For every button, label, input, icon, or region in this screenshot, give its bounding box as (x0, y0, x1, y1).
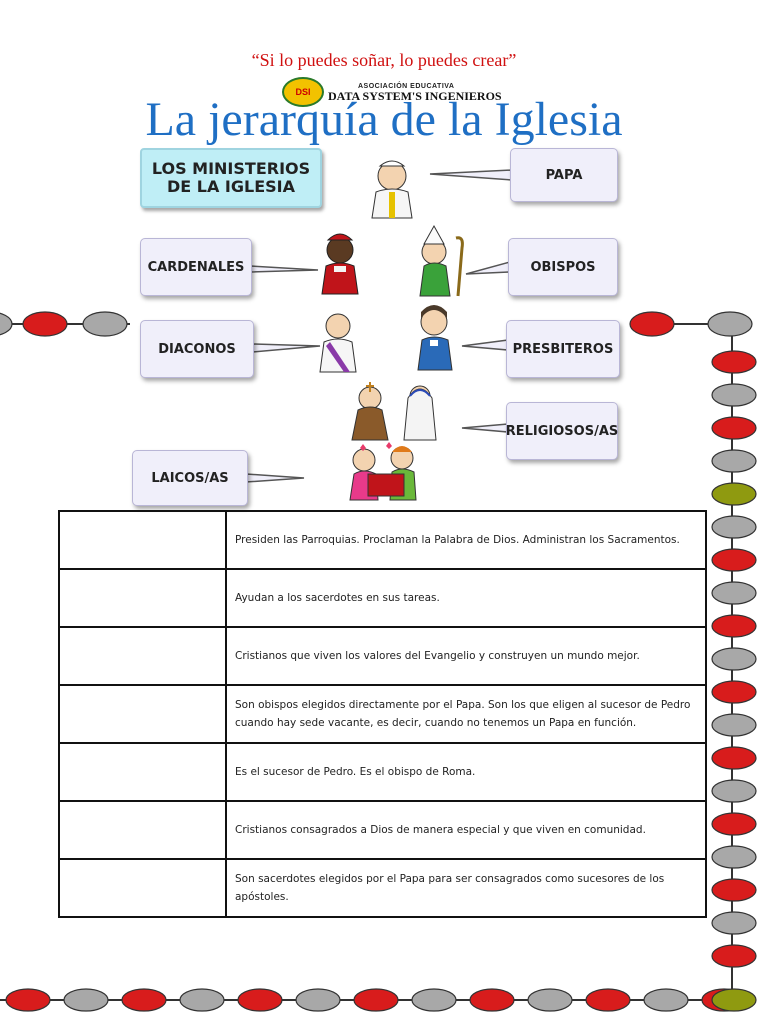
role-presbiteros: PRESBITEROS (506, 320, 620, 378)
answer-cell[interactable] (58, 626, 227, 686)
rosary-bead (711, 350, 757, 374)
description-cell: Ayudan a los sacerdotes en sus tareas. (225, 568, 707, 628)
rosary-bead (121, 988, 167, 1012)
description-cell: Cristianos consagrados a Dios de manera … (225, 800, 707, 860)
rosary-bead (711, 614, 757, 638)
rosary-bead (643, 988, 689, 1012)
rosary-bead (711, 416, 757, 440)
role-papa: PAPA (510, 148, 618, 202)
rosary-bead (237, 988, 283, 1012)
rosary-bead (711, 845, 757, 869)
logo-emblem: DSI (282, 77, 324, 107)
papa-figure-icon (371, 160, 413, 219)
rosary-bead (711, 911, 757, 935)
school-logo: DSI ASOCIACIÓN EDUCATIVA DATA SYSTEM'S I… (282, 77, 502, 107)
pointer-laicos (245, 473, 305, 483)
rosary-bead (469, 988, 515, 1012)
role-diaconos: DIACONOS (140, 320, 254, 378)
rosary-bead (411, 988, 457, 1012)
table-row: Son sacerdotes elegidos por el Papa para… (58, 858, 707, 918)
pointer-papa (429, 169, 513, 181)
rosary-bead (5, 988, 51, 1012)
role-laicos: LAICOS/AS (132, 450, 248, 506)
answer-cell[interactable] (58, 510, 227, 570)
rosary-bead (711, 713, 757, 737)
answer-cell[interactable] (58, 684, 227, 744)
diacono-figure-icon (319, 313, 357, 373)
pointer-obispos (465, 261, 511, 275)
page-title: La jerarquía de la Iglesia (145, 93, 623, 146)
motto: “Si lo puedes soñar, lo puedes crear” (251, 50, 517, 70)
answer-cell[interactable] (58, 568, 227, 628)
rosary-bead (711, 647, 757, 671)
matching-table: Presiden las Parroquias. Proclaman la Pa… (58, 510, 707, 918)
rosary-bead (711, 779, 757, 803)
rosary-bead (629, 311, 675, 337)
description-cell: Cristianos que viven los valores del Eva… (225, 626, 707, 686)
rosary-bead (707, 311, 753, 337)
description-cell: Es el sucesor de Pedro. Es el obispo de … (225, 742, 707, 802)
table-row: Ayudan a los sacerdotes en sus tareas. (58, 568, 707, 628)
rosary-bead (711, 383, 757, 407)
ministries-header: LOS MINISTERIOS DE LA IGLESIA (140, 148, 322, 208)
rosary-bead (711, 878, 757, 902)
obispo-figure-icon (419, 224, 464, 297)
rosary-bead (179, 988, 225, 1012)
description-cell: Presiden las Parroquias. Proclaman la Pa… (225, 510, 707, 570)
answer-cell[interactable] (58, 858, 227, 918)
table-row: Son obispos elegidos directamente por el… (58, 684, 707, 744)
rosary-bead (585, 988, 631, 1012)
pointer-cardenales (249, 265, 319, 273)
pointer-diaconos (251, 343, 321, 353)
rosary-bead (711, 482, 757, 506)
role-cardenales: CARDENALES (140, 238, 252, 296)
logo-name: DATA SYSTEM'S INGENIEROS (328, 88, 502, 103)
rosary-bead (527, 988, 573, 1012)
answer-cell[interactable] (58, 800, 227, 860)
rosary-bead (295, 988, 341, 1012)
rosary-bead (711, 515, 757, 539)
table-row: Presiden las Parroquias. Proclaman la Pa… (58, 510, 707, 570)
table-row: Es el sucesor de Pedro. Es el obispo de … (58, 742, 707, 802)
rosary-bead (711, 680, 757, 704)
logo-subtitle: ASOCIACIÓN EDUCATIVA (358, 82, 455, 90)
rosary-bead (711, 746, 757, 770)
pointer-religiosos (461, 423, 509, 433)
religiosos-figure-icon (351, 382, 437, 441)
rosary-bead (711, 548, 757, 572)
rosary-bead (63, 988, 109, 1012)
laicos-figure-icon (349, 442, 417, 501)
rosary-bead (711, 812, 757, 836)
answer-cell[interactable] (58, 742, 227, 802)
rosary-bead (0, 312, 13, 336)
description-cell: Son sacerdotes elegidos por el Papa para… (225, 858, 707, 918)
rosary-bead (353, 988, 399, 1012)
table-row: Cristianos que viven los valores del Eva… (58, 626, 707, 686)
rosary-bead (711, 988, 757, 1012)
pointer-presbiteros (461, 339, 509, 351)
rosary-bead (711, 581, 757, 605)
rosary-bead (22, 311, 68, 337)
presbitero-figure-icon (417, 305, 453, 371)
role-religiosos: RELIGIOSOS/AS (506, 402, 618, 460)
rosary-bead (711, 944, 757, 968)
rosary-bead (82, 311, 128, 337)
cardenal-figure-icon (321, 233, 359, 295)
role-obispos: OBISPOS (508, 238, 618, 296)
table-row: Cristianos consagrados a Dios de manera … (58, 800, 707, 860)
rosary-bead (711, 449, 757, 473)
description-cell: Son obispos elegidos directamente por el… (225, 684, 707, 744)
